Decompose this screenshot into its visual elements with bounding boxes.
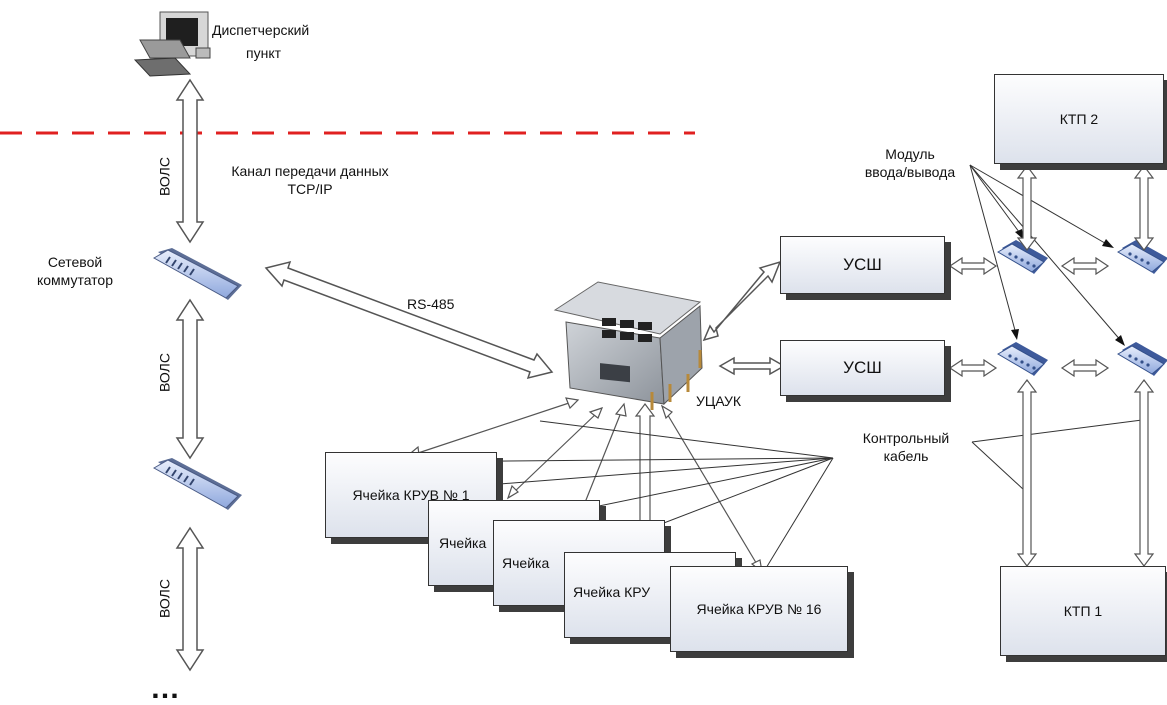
- network-switch-icon-1: [152, 248, 242, 300]
- rs485-arrow: [264, 260, 554, 380]
- channel-label-line1: Канал передачи данных: [231, 163, 389, 179]
- module-label-line1: Модуль: [885, 146, 935, 162]
- ktp2-label: КТП 2: [1059, 111, 1099, 127]
- dispatch-label-line1: Диспетчерский: [212, 22, 310, 38]
- right-vertical-arrows: [1016, 165, 1155, 567]
- usw-box-2: УСШ: [780, 340, 945, 396]
- dispatch-label-line2: пункт: [246, 45, 282, 61]
- volc-arrow-bottom: [175, 526, 205, 672]
- small-horizontal-arrows: [948, 256, 1110, 378]
- cable-label-line2: кабель: [883, 448, 929, 464]
- volc-arrow-middle: [175, 298, 205, 460]
- cell-label-1: Ячейка КРУВ № 1: [352, 487, 470, 503]
- ktp1-label: КТП 1: [1063, 603, 1103, 619]
- usw-label-1: УСШ: [843, 255, 882, 274]
- io-module-icon-1: [997, 240, 1048, 274]
- rs485-label: RS-485: [407, 296, 455, 312]
- cell-label-3: Ячейка: [502, 555, 550, 571]
- io-module-icon-4: [1117, 342, 1167, 376]
- controller-usw1-arrow: [702, 260, 782, 342]
- network-switch-icon-2: [152, 458, 242, 510]
- module-label-line2: ввода/вывода: [864, 164, 956, 180]
- cell-label-16: Ячейка КРУВ № 16: [696, 601, 822, 617]
- switch-label-line2: коммутатор: [36, 272, 114, 288]
- controller-label: УЦАУК: [696, 393, 742, 409]
- io-module-icon-3: [997, 342, 1048, 376]
- usw-box-1: УСШ: [780, 236, 945, 294]
- cable-label-line1: Контрольный: [862, 430, 950, 446]
- continuation-dots: …: [150, 672, 186, 705]
- volc-arrow-top: [175, 78, 205, 244]
- usw-label-2: УСШ: [843, 358, 882, 377]
- controller-cabinet-icon: [553, 281, 703, 410]
- channel-label-line2: TCP/IP: [287, 181, 333, 197]
- ktp2-box: КТП 2: [994, 74, 1164, 164]
- cell-box-16: Ячейка КРУВ № 16: [670, 566, 848, 652]
- switch-label-line1: Сетевой: [47, 254, 103, 270]
- cell-label-2: Ячейка: [439, 535, 487, 551]
- controller-usw2-arrow: [718, 356, 786, 376]
- cell-label-4: Ячейка КРУ: [573, 584, 651, 600]
- io-module-icon-2: [1117, 240, 1167, 274]
- computer-icon: [133, 11, 211, 77]
- volc-label-bottom: ВОЛС: [156, 579, 173, 618]
- volc-label-middle: ВОЛС: [156, 353, 173, 392]
- module-pointer-lines: [969, 164, 1123, 343]
- ktp1-box: КТП 1: [1000, 566, 1166, 656]
- module-pointer-heads: [1011, 229, 1125, 346]
- volc-label-top: ВОЛС: [156, 157, 173, 196]
